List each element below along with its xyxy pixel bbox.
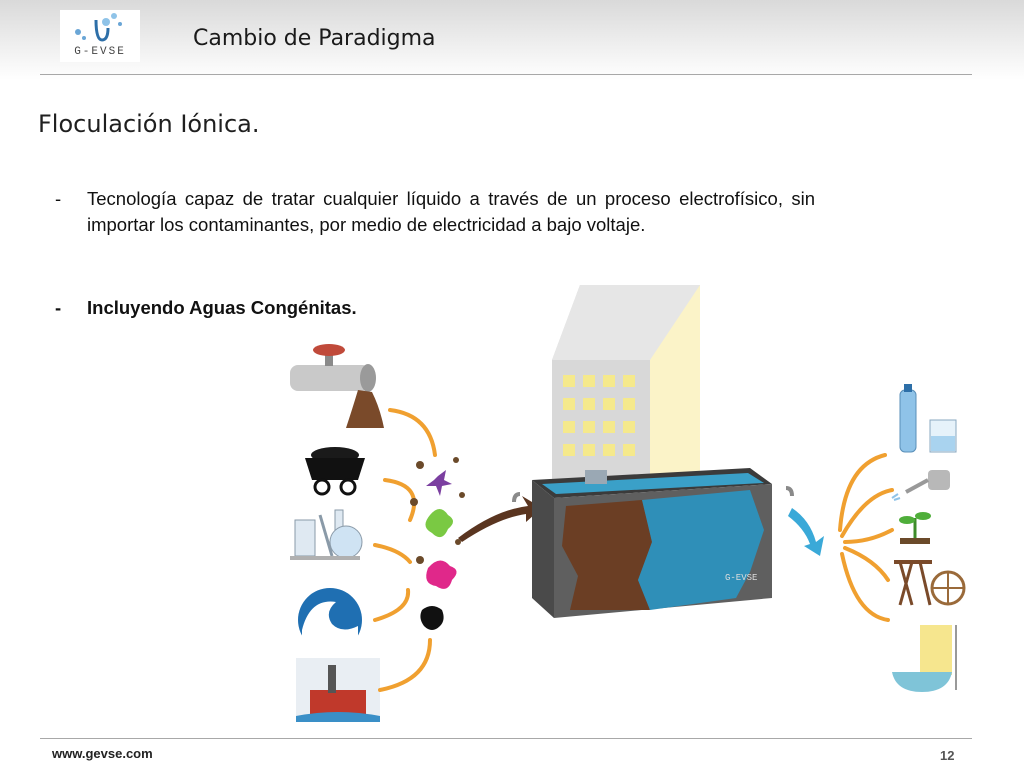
- bullet-dash: -: [55, 297, 62, 318]
- tank-logo-text: G-EVSE: [725, 573, 757, 583]
- outflow-arrows: [838, 453, 894, 622]
- slide-title: Cambio de Paradigma: [193, 26, 436, 51]
- mine-cart-icon: [305, 447, 365, 496]
- gevse-logo: G-EVSE: [60, 10, 140, 62]
- bullet-item-technology: - Tecnología capaz de tratar cualquier l…: [55, 186, 815, 238]
- building-icon: [552, 285, 700, 480]
- logo-bubbles-icon: [75, 13, 122, 42]
- footer-divider: [40, 738, 972, 739]
- header-band: [0, 0, 1024, 80]
- header-divider: [40, 74, 972, 75]
- footer-url: www.gevse.com: [52, 746, 153, 761]
- section-heading: Floculación Iónica.: [38, 110, 260, 138]
- bathtub-icon: [892, 625, 957, 692]
- water-bottle-icon: [899, 384, 957, 453]
- inflow-arrow-icon: [458, 496, 542, 542]
- lab-flask-icon: [290, 509, 363, 560]
- bullet-item-aguas: - Incluyendo Aguas Congénitas.: [55, 295, 815, 321]
- water-outflow-arrow-icon: [788, 508, 824, 556]
- waterwheel-icon: [894, 560, 966, 606]
- wave-icon: [298, 588, 362, 652]
- oil-rig-icon: [296, 658, 380, 722]
- page-number: 12: [940, 748, 955, 763]
- treatment-tank-icon: G-EVSE: [512, 468, 794, 618]
- valve-pipe-icon: [290, 344, 384, 428]
- contaminant-particles: [410, 457, 465, 630]
- bullet-text: Incluyendo Aguas Congénitas.: [87, 297, 357, 318]
- process-illustration: G-EVSE: [290, 285, 966, 722]
- inflow-arrows: [373, 408, 437, 692]
- plant-icon: [899, 512, 931, 544]
- bullet-text: Tecnología capaz de tratar cualquier líq…: [87, 188, 815, 235]
- watering-can-icon: [891, 470, 950, 501]
- bullet-dash: -: [55, 188, 62, 209]
- logo-text: G-EVSE: [74, 46, 126, 58]
